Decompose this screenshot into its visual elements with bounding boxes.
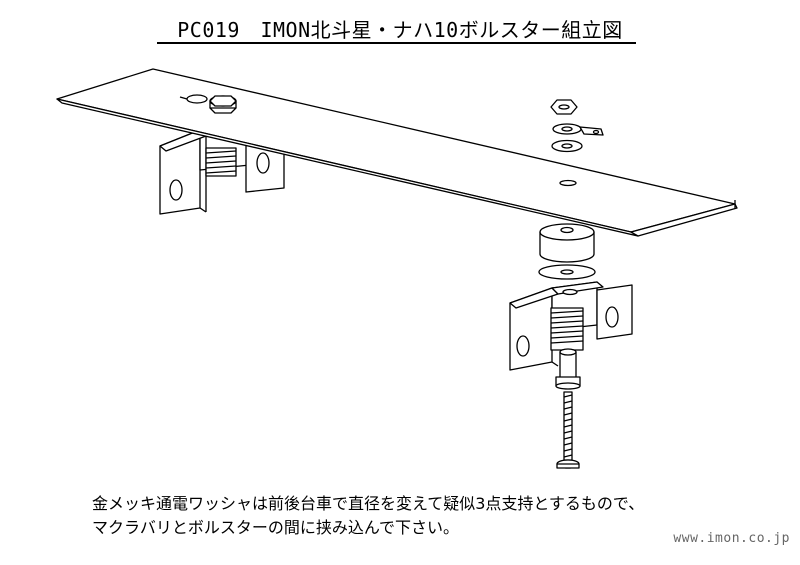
conductive-washer: [538, 264, 596, 280]
caption-line-2: マクラバリとボルスターの間に挟み込んで下さい。: [92, 518, 460, 537]
right-top-nut: [550, 99, 578, 115]
title-underline: [157, 42, 636, 44]
screw: [556, 391, 580, 469]
right-bracket: [509, 281, 633, 371]
left-spring: [205, 147, 237, 177]
bolster-plate: [56, 68, 738, 237]
right-spring: [550, 307, 584, 351]
right-terminal-washer: [552, 123, 604, 136]
spacer-sleeve: [555, 348, 581, 390]
website-url: www.imon.co.jp: [673, 531, 790, 546]
diagram-title: PC019 IMON北斗星・ナハ10ボルスター組立図: [177, 18, 623, 42]
right-collar: [539, 223, 595, 263]
caption-line-1: 金メッキ通電ワッシャは前後台車で直径を変えて疑似3点支持とするもので、: [92, 494, 645, 513]
right-top-washer: [551, 139, 583, 153]
left-top-hardware: [179, 94, 237, 114]
